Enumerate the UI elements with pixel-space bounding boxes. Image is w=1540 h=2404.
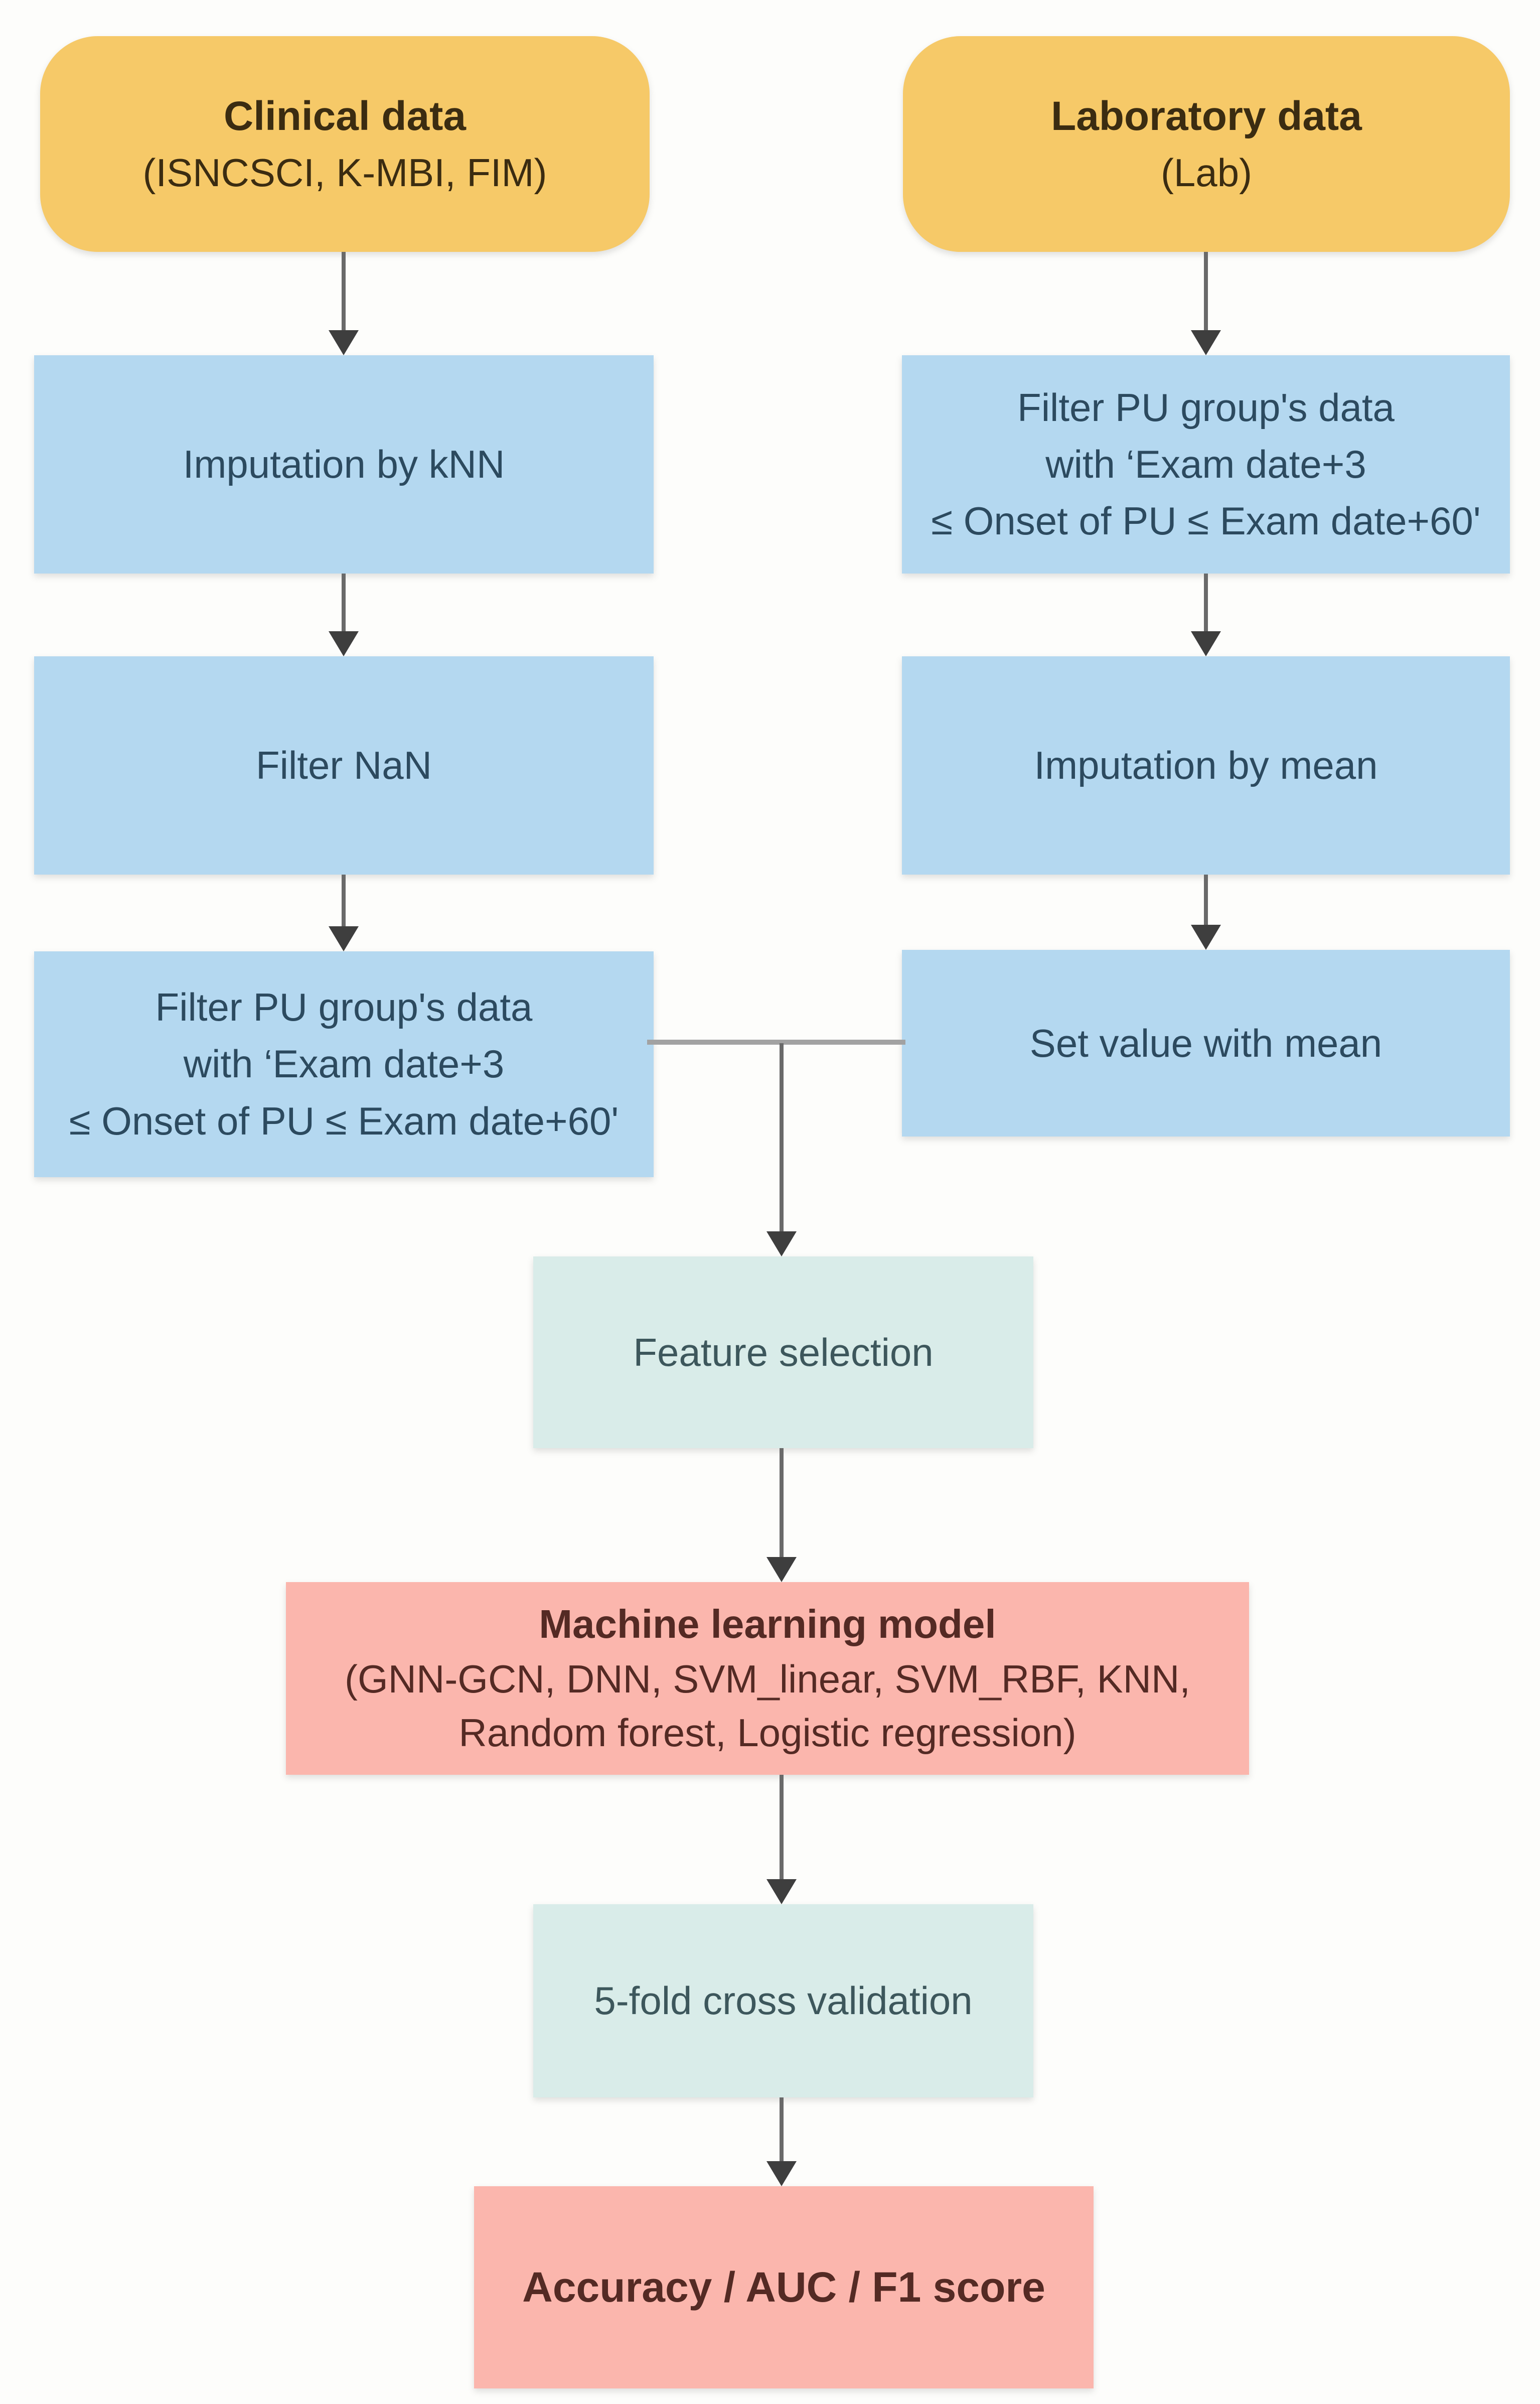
node-filter-nan: Filter NaN (34, 656, 654, 875)
arrow-shaft (342, 252, 346, 335)
arrow-ml-model-to-cross-validation (766, 1775, 797, 1904)
arrow-laboratory-to-filter-pu (1191, 252, 1221, 355)
arrow-imputation-knn-to-filter-nan (329, 574, 359, 656)
arrow-shaft (1204, 574, 1208, 636)
filter-pu-clinical-line3: ≤ Onset of PU ≤ Exam date+60' (69, 1098, 619, 1143)
ml-model-line2: (GNN-GCN, DNN, SVM_linear, SVM_RBF, KNN, (345, 1656, 1190, 1701)
node-filter-pu-lab: Filter PU group's data with ‘Exam date+3… (902, 355, 1510, 574)
arrow-shaft (1204, 252, 1208, 335)
imputation-mean-label: Imputation by mean (1034, 743, 1378, 788)
arrowhead-down-icon (1191, 925, 1221, 950)
arrowhead-down-icon (766, 1557, 797, 1582)
node-metrics: Accuracy / AUC / F1 score (474, 2186, 1094, 2388)
arrowhead-down-icon (329, 631, 359, 656)
clinical-data-title: Clinical data (223, 93, 467, 139)
node-machine-learning-model: Machine learning model (GNN-GCN, DNN, SV… (286, 1582, 1249, 1775)
arrow-shaft (780, 1775, 784, 1884)
node-imputation-mean: Imputation by mean (902, 656, 1510, 875)
arrow-cross-validation-to-metrics (766, 2097, 797, 2186)
filter-pu-clinical-line2: with ‘Exam date+3 (183, 1042, 505, 1086)
arrow-filter-pu-to-imputation-mean (1191, 574, 1221, 656)
filter-pu-lab-line3: ≤ Onset of PU ≤ Exam date+60' (931, 499, 1481, 543)
arrowhead-down-icon (329, 330, 359, 355)
arrowhead-down-icon (329, 926, 359, 951)
ml-model-title: Machine learning model (539, 1602, 996, 1647)
laboratory-data-title: Laboratory data (1051, 93, 1362, 139)
merge-connector-line (647, 1040, 905, 1045)
imputation-knn-label: Imputation by kNN (183, 442, 505, 487)
set-value-mean-label: Set value with mean (1029, 1021, 1382, 1065)
node-clinical-data: Clinical data (ISNCSCI, K-MBI, FIM) (40, 36, 650, 252)
arrow-shaft (342, 574, 346, 636)
node-set-value-mean: Set value with mean (902, 950, 1510, 1137)
arrowhead-down-icon (766, 1231, 797, 1256)
arrow-clinical-to-imputation-knn (329, 252, 359, 355)
filter-pu-lab-line2: with ‘Exam date+3 (1045, 442, 1366, 486)
node-filter-pu-clinical: Filter PU group's data with ‘Exam date+3… (34, 951, 654, 1177)
ml-model-line3: Random forest, Logistic regression) (458, 1711, 1076, 1755)
filter-nan-label: Filter NaN (255, 743, 432, 788)
feature-selection-label: Feature selection (633, 1330, 934, 1374)
arrow-shaft (1204, 875, 1208, 930)
arrow-shaft (780, 1448, 784, 1562)
filter-pu-clinical-line1: Filter PU group's data (155, 985, 533, 1030)
arrow-shaft (780, 2097, 784, 2166)
cross-validation-label: 5-fold cross validation (594, 1978, 973, 2023)
arrow-imputation-mean-to-set-value (1191, 875, 1221, 950)
arrow-merge-to-feature-selection (766, 1043, 797, 1256)
filter-pu-lab-line1: Filter PU group's data (1017, 385, 1395, 430)
arrow-shaft (342, 875, 346, 931)
node-cross-validation: 5-fold cross validation (533, 1904, 1033, 2097)
arrow-filter-nan-to-filter-pu-clinical (329, 875, 359, 951)
metrics-label: Accuracy / AUC / F1 score (522, 2263, 1045, 2311)
arrowhead-down-icon (766, 1879, 797, 1904)
arrowhead-down-icon (1191, 631, 1221, 656)
arrow-feature-selection-to-ml-model (766, 1448, 797, 1582)
arrowhead-down-icon (766, 2161, 797, 2186)
node-imputation-knn: Imputation by kNN (34, 355, 654, 574)
arrow-shaft (780, 1043, 784, 1236)
arrowhead-down-icon (1191, 330, 1221, 355)
node-laboratory-data: Laboratory data (Lab) (903, 36, 1510, 252)
node-feature-selection: Feature selection (533, 1256, 1033, 1448)
laboratory-data-subtitle: (Lab) (1160, 150, 1253, 195)
clinical-data-subtitle: (ISNCSCI, K-MBI, FIM) (142, 150, 547, 195)
